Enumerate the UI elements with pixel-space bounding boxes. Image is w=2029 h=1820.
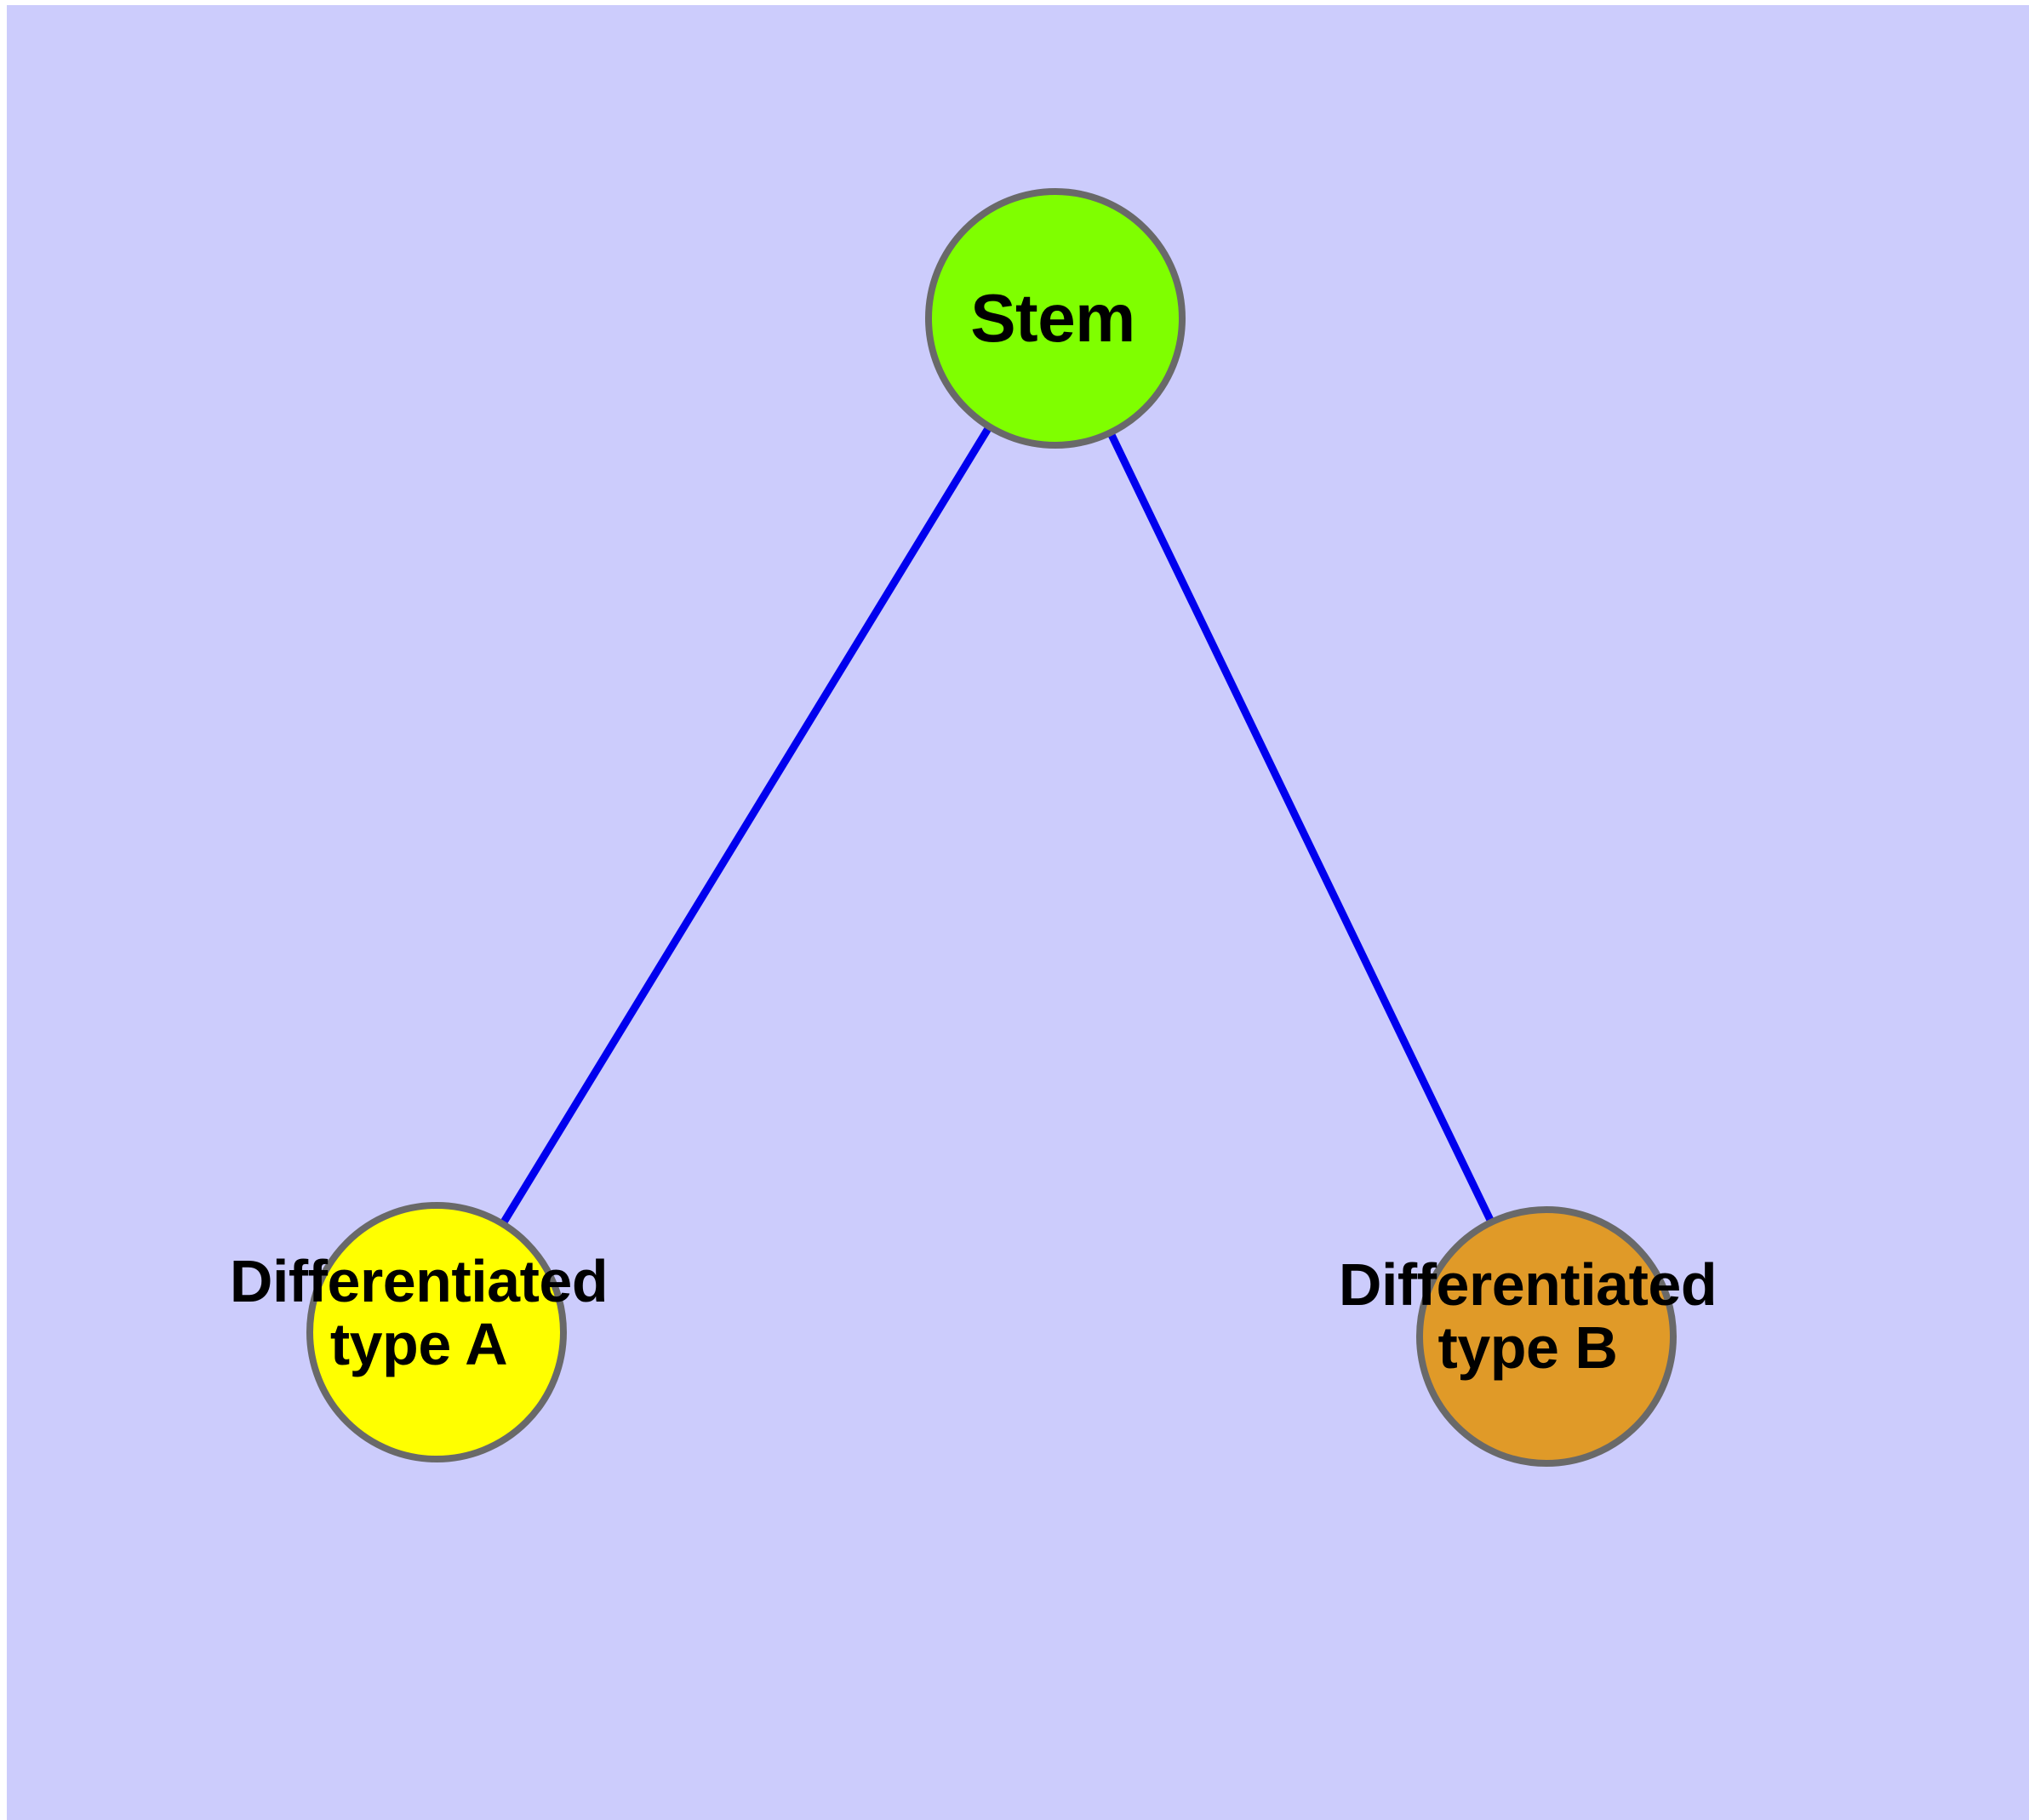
node-label-stem-line-1: Stem bbox=[970, 280, 1135, 356]
node-label-type-b-line-1: Differentiated bbox=[1338, 1251, 1718, 1318]
edge-stem-to-type-a[interactable] bbox=[500, 426, 992, 1224]
node-label-type-a-line-2: type A bbox=[329, 1311, 508, 1378]
edge-stem-to-type-b[interactable] bbox=[1107, 432, 1495, 1222]
node-differentiated-type-b[interactable] bbox=[1416, 1206, 1677, 1467]
node-stem[interactable] bbox=[925, 188, 1186, 449]
node-label-type-a-line-1: Differentiated bbox=[229, 1248, 609, 1314]
node-label-differentiated-type-b: Differentiated type B bbox=[1338, 1251, 1718, 1382]
node-label-differentiated-type-a: Differentiated type A bbox=[229, 1248, 609, 1378]
node-differentiated-type-a[interactable] bbox=[306, 1202, 567, 1462]
node-label-type-b-line-2: type B bbox=[1437, 1314, 1618, 1382]
node-label-stem: Stem bbox=[970, 280, 1135, 356]
